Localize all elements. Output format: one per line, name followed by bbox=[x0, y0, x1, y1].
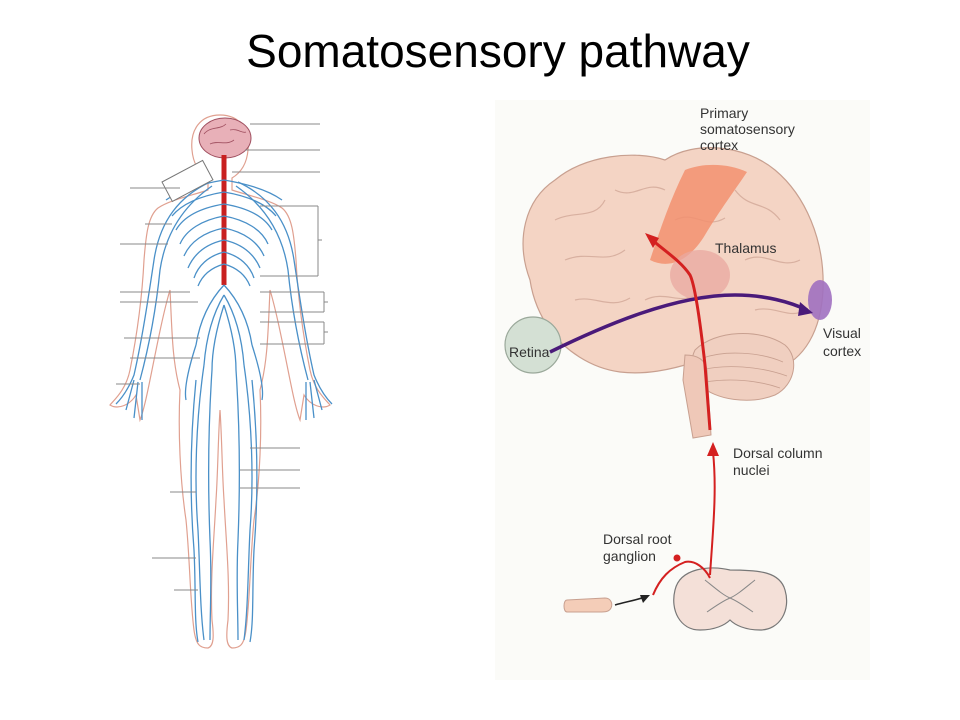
dorsal-column-path bbox=[709, 451, 716, 576]
arm-nerves bbox=[115, 181, 333, 420]
cortex-arrowhead bbox=[645, 233, 659, 248]
primary-somatosensory-cortex bbox=[650, 164, 747, 264]
thoracic-nerves bbox=[165, 179, 283, 287]
peripheral-nerve bbox=[652, 560, 711, 596]
nervous-system-figure bbox=[100, 100, 340, 660]
label-primary-3: cortex bbox=[700, 137, 738, 153]
pathway-figure: Primary somatosensory cortex Thalamus Vi… bbox=[495, 100, 870, 680]
label-dorsal-column-1: Dorsal column bbox=[733, 445, 822, 461]
label-retina: Retina bbox=[509, 344, 550, 360]
brain-shape bbox=[198, 117, 252, 159]
lumbar-nerves bbox=[184, 284, 264, 401]
right-leader-lines bbox=[232, 123, 328, 489]
stimulus-arrowhead bbox=[640, 595, 650, 603]
label-dorsal-root-1: Dorsal root bbox=[603, 531, 672, 547]
visual-arrowhead bbox=[798, 302, 813, 316]
left-leader-lines bbox=[116, 187, 200, 591]
label-thalamus: Thalamus bbox=[715, 240, 776, 256]
label-dorsal-column-2: nuclei bbox=[733, 462, 770, 478]
nuclei-arrowhead bbox=[707, 442, 719, 456]
label-visual-1: Visual bbox=[823, 325, 861, 341]
body-outline bbox=[109, 114, 331, 649]
visual-cortex bbox=[808, 280, 832, 320]
label-box bbox=[161, 159, 214, 203]
label-dorsal-root-2: ganglion bbox=[603, 548, 656, 564]
ascending-pathway bbox=[648, 236, 712, 431]
thalamus bbox=[670, 250, 730, 300]
slide-title: Somatosensory pathway bbox=[246, 25, 750, 77]
leg-nerves bbox=[190, 364, 258, 643]
label-primary-1: Primary bbox=[700, 105, 748, 121]
visual-pathway bbox=[549, 293, 808, 354]
dorsal-root-ganglion bbox=[673, 554, 681, 562]
body-svg bbox=[109, 114, 333, 649]
label-primary-2: somatosensory bbox=[700, 121, 795, 137]
label-visual-2: cortex bbox=[823, 343, 861, 359]
spinal-cord-section bbox=[673, 567, 788, 631]
finger bbox=[563, 597, 613, 613]
pathway-svg: Primary somatosensory cortex Thalamus Vi… bbox=[495, 100, 870, 680]
